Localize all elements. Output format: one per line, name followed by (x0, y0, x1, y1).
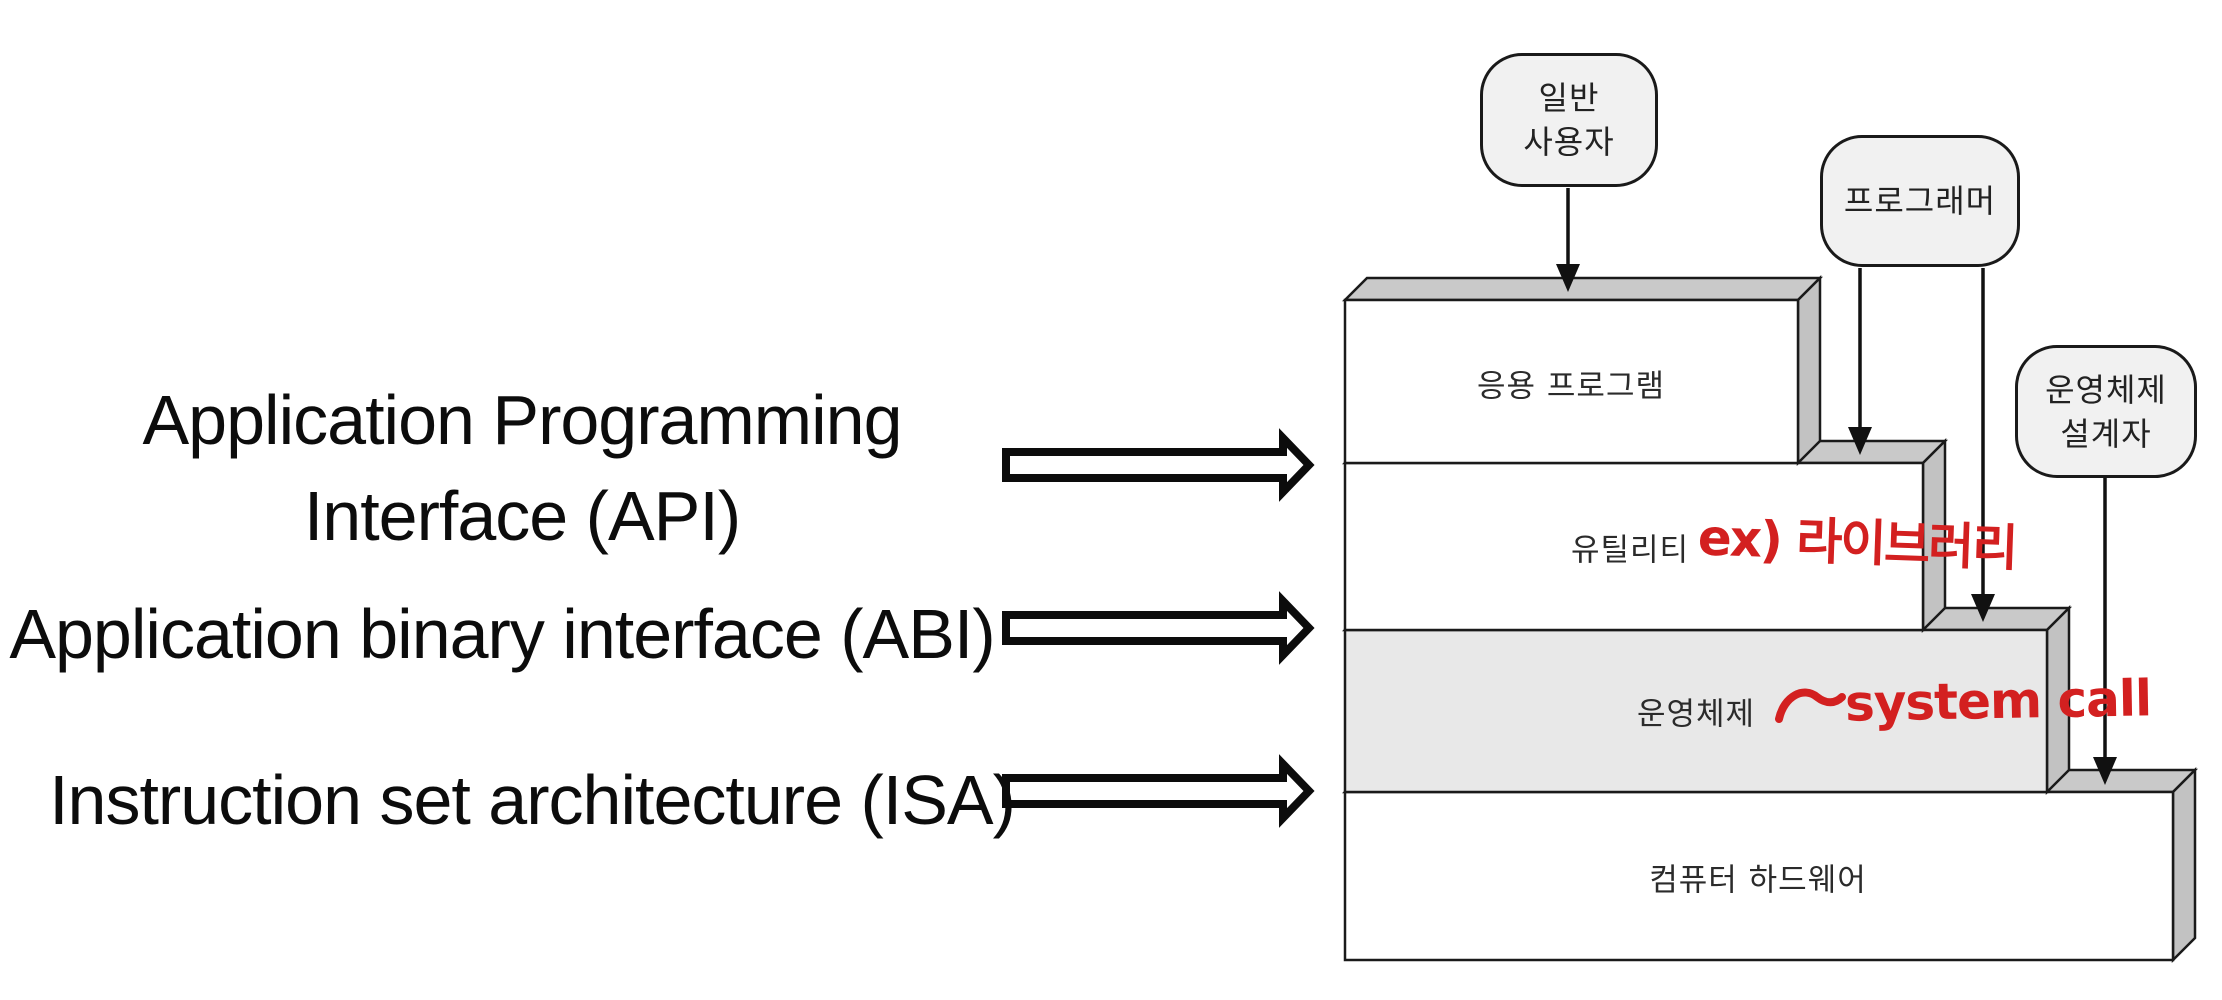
arrow-programmer-to-os-icon (1971, 268, 1995, 622)
abi-label: Application binary interface (ABI) (9, 595, 995, 673)
layer-label-hardware: 컴퓨터 하드웨어 (1649, 862, 1867, 899)
annotation-library: ex) 라이브러리 (1696, 508, 2018, 578)
actor-box-programmer: 프로그래머 (1820, 135, 2020, 267)
layer-applications-top-face (1341, 276, 1824, 302)
actor-box-general-user: 일반 사용자 (1480, 53, 1658, 187)
layer-applications-front-face (1343, 298, 1800, 465)
layer-label-os: 운영체제 (1636, 696, 1756, 733)
os-designer-line2: 설계자 (2060, 414, 2152, 453)
general-user-line1: 일반 (1538, 79, 1600, 117)
general-user-line2: 사용자 (1523, 123, 1615, 161)
arrow-programmer-to-utilities-icon (1848, 268, 1872, 455)
layer-label-utilities: 유틸리티 (1570, 532, 1690, 569)
abi-block-arrow-icon (1002, 591, 1315, 665)
arrow-os-designer-to-hardware-icon (2093, 478, 2117, 785)
layer-hardware-side-face (2171, 766, 2197, 964)
layer-label-applications: 응용 프로그램 (1477, 368, 1665, 405)
red-squiggle-arrow-icon (1775, 688, 1846, 723)
api-label-line1: Application Programming (142, 381, 902, 459)
layer-utilities-front-face (1343, 461, 1925, 632)
annotation-system-call: system call (1844, 669, 2152, 733)
layer-hardware-front-face (1343, 790, 2175, 962)
isa-block-arrow-icon (1002, 754, 1315, 828)
isa-label: Instruction set architecture (ISA) (49, 761, 1016, 839)
api-label: Application Programming Interface (API) (142, 372, 902, 564)
arrow-general-user-to-applications-icon (1556, 188, 1580, 292)
api-label-line2: Interface (API) (303, 477, 741, 555)
layer-applications-side-face (1796, 274, 1822, 467)
programmer-line1: 프로그래머 (1843, 182, 1997, 220)
layer-os-front-face (1343, 628, 2049, 794)
api-block-arrow-icon (1002, 428, 1315, 502)
actor-box-os-designer: 운영체제 설계자 (2015, 345, 2197, 478)
os-designer-line1: 운영체제 (2045, 370, 2167, 409)
